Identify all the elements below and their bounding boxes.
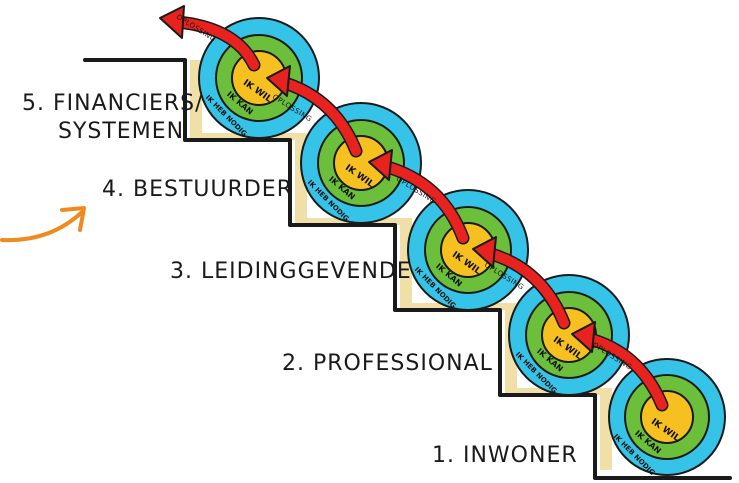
circle-group-4: IK WIL IK KAN IK HEB NODIG (300, 102, 422, 224)
circle-group-1: IK WIL IK KAN IK HEB NODIG (608, 358, 726, 477)
step-label-4: 4. BESTUURDER (102, 177, 293, 202)
step-label-2: 2. PROFESSIONAL (282, 351, 493, 376)
orange-curved-arrow-icon (0, 206, 86, 243)
circle-group-5: IK WIL IK KAN IK HEB NODIG (198, 17, 320, 139)
step-label-5-line1: 5. FINANCIERS/ (22, 91, 204, 116)
step-label-5-line2: SYSTEMEN (58, 119, 184, 144)
step-label-3: 3. LEIDINGGEVENDE (170, 259, 412, 284)
step-label-1: 1. INWONER (432, 443, 578, 468)
inner-circle (640, 390, 694, 444)
circle-group-2: IK WIL IK KAN IK HEB NODIG (508, 274, 630, 396)
stair-shadow (190, 60, 612, 470)
stair-outline (83, 58, 732, 480)
oplossing-arrow-5: OPLOSSING (159, 5, 261, 72)
circle-group-3: IK WIL IK KAN IK HEB NODIG (407, 189, 529, 311)
